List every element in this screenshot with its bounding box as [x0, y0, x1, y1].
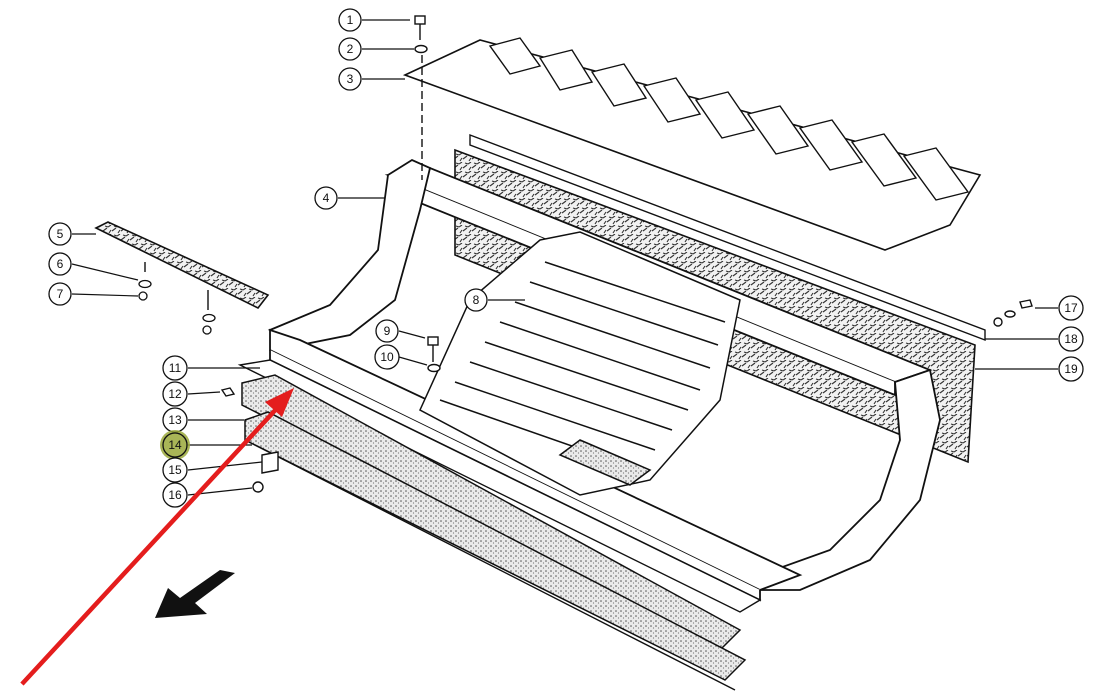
svg-text:8: 8 — [473, 293, 480, 307]
svg-text:19: 19 — [1064, 362, 1078, 376]
washer-2 — [414, 44, 428, 54]
callout-13: 13 — [162, 407, 188, 433]
svg-text:18: 18 — [1064, 332, 1078, 346]
svg-text:10: 10 — [380, 350, 394, 364]
callout-10: 10 — [374, 344, 400, 370]
svg-text:5: 5 — [57, 227, 64, 241]
top-grate-plate — [402, 37, 982, 251]
svg-text:2: 2 — [347, 42, 354, 56]
svg-text:12: 12 — [168, 387, 182, 401]
callout-17: 17 — [1058, 295, 1084, 321]
callout-11: 11 — [162, 355, 188, 381]
callout-14-highlighted: 14 — [160, 430, 190, 460]
svg-text:9: 9 — [384, 324, 391, 338]
callout-16: 16 — [162, 482, 188, 508]
svg-text:15: 15 — [168, 463, 182, 477]
callout-3: 3 — [338, 67, 362, 91]
callout-9: 9 — [375, 319, 399, 343]
callout-12: 12 — [162, 381, 188, 407]
svg-text:7: 7 — [57, 287, 64, 301]
callout-8: 8 — [464, 288, 488, 312]
svg-text:14: 14 — [168, 438, 182, 452]
svg-text:16: 16 — [168, 488, 182, 502]
callout-4: 4 — [314, 186, 338, 210]
callout-5: 5 — [48, 222, 72, 246]
red-pointer-arrow-icon — [20, 388, 294, 686]
svg-text:11: 11 — [169, 361, 182, 375]
svg-text:4: 4 — [323, 191, 330, 205]
callout-2: 2 — [338, 37, 362, 61]
svg-text:3: 3 — [347, 72, 354, 86]
svg-text:13: 13 — [168, 413, 182, 427]
bolt-head-1 — [414, 15, 426, 25]
callout-1: 1 — [338, 8, 362, 32]
front-seal-assembly — [237, 359, 762, 691]
svg-text:6: 6 — [57, 257, 64, 271]
callout-15: 15 — [162, 457, 188, 483]
callout-6: 6 — [48, 252, 72, 276]
callout-markers: 1 2 3 4 5 6 7 8 — [48, 8, 1084, 508]
callout-18: 18 — [1058, 326, 1084, 352]
svg-text:17: 17 — [1064, 301, 1078, 315]
svg-text:1: 1 — [347, 13, 354, 27]
direction-arrow-icon — [155, 570, 235, 618]
concave-rollers — [419, 231, 741, 496]
callout-7: 7 — [48, 282, 72, 306]
hardware-parts — [220, 15, 1033, 493]
callout-19: 19 — [1058, 356, 1084, 382]
knife-bar — [94, 221, 270, 335]
